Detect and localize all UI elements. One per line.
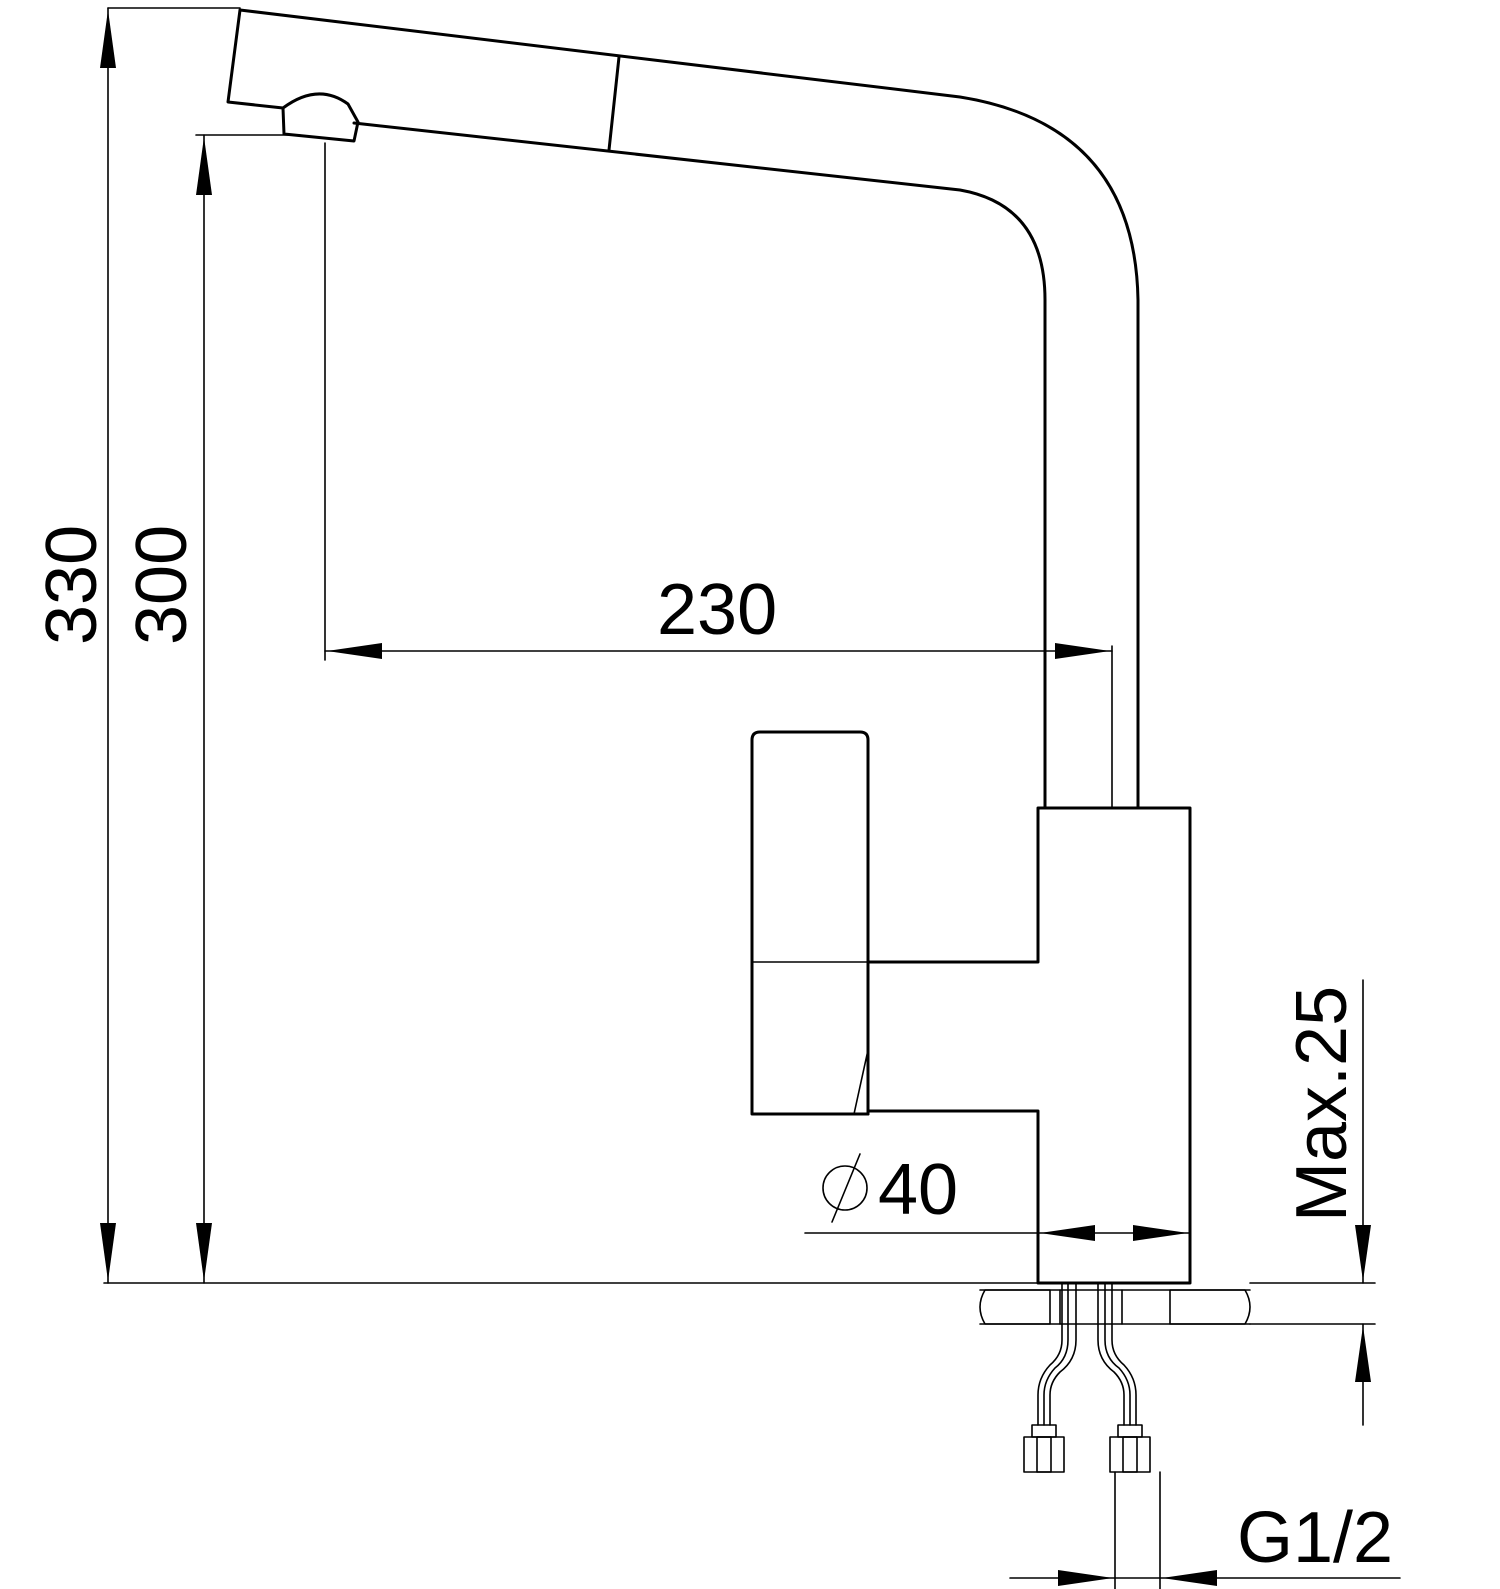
- lever-handle: [750, 730, 870, 1116]
- countertop-hatch-right: [1169, 1289, 1251, 1325]
- dim-max-thickness: Max.25: [1282, 986, 1362, 1222]
- dim-spout-height: 300: [122, 525, 202, 645]
- spout-head: [226, 8, 285, 110]
- aerator-nozzle: [281, 92, 360, 143]
- diameter-symbol: [822, 1165, 868, 1211]
- countertop-hatch-left: [979, 1289, 1051, 1325]
- dim-reach: 230: [657, 570, 777, 650]
- dim-total-height: 330: [32, 525, 112, 645]
- countertop-section: [979, 1289, 1251, 1325]
- dimension-lines: [100, 7, 1401, 1589]
- dim-connection: G1/2: [1237, 1498, 1393, 1578]
- spout-top-edge: [238, 8, 1140, 810]
- right-hose: [1111, 1282, 1137, 1426]
- left-hose: [1037, 1282, 1063, 1426]
- lever-bevel: [853, 1049, 869, 1115]
- dim-base-diameter: 40: [878, 1150, 958, 1230]
- spout-bottom-edge: [352, 121, 1047, 810]
- left-fitting: [1023, 1424, 1065, 1473]
- right-fitting: [1109, 1424, 1151, 1473]
- pullout-seam: [607, 55, 621, 152]
- supply-hoses: [1023, 1282, 1151, 1473]
